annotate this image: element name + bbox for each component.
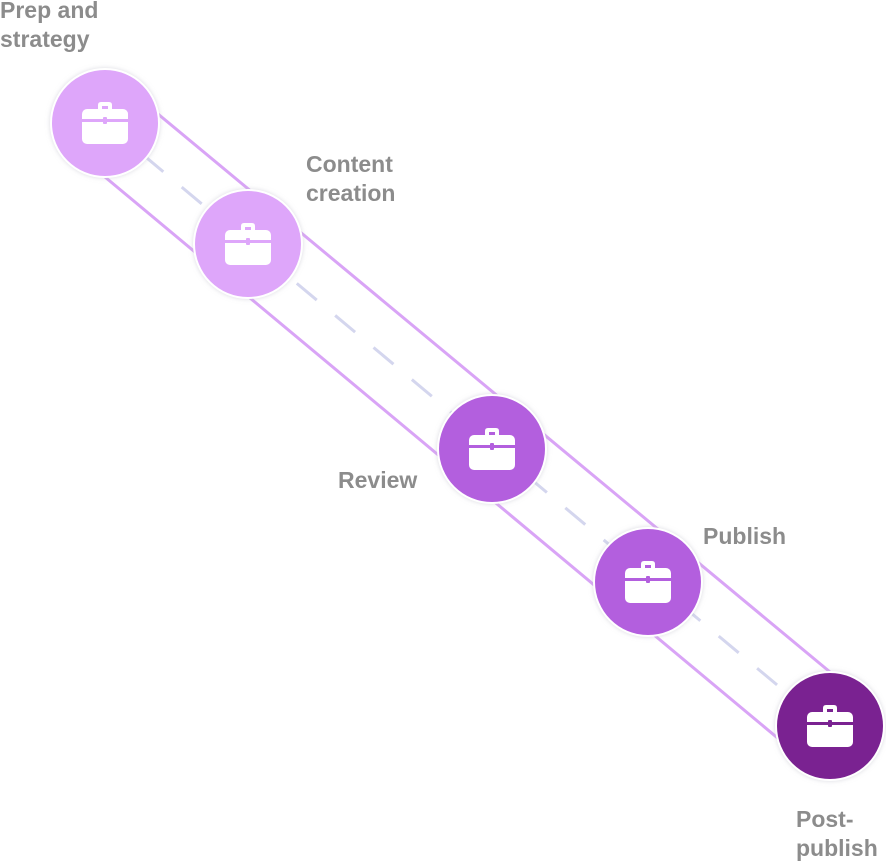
- briefcase-icon: [82, 102, 128, 144]
- step-label-prep: Prep and strategy: [0, 0, 99, 52]
- step-label-publish: Publish: [703, 523, 787, 549]
- briefcase-icon: [625, 561, 671, 603]
- step-node-content-creation: [195, 191, 301, 297]
- briefcase-icon: [225, 223, 271, 265]
- step-label-post-publish: Post- publish: [796, 806, 878, 861]
- briefcase-icon: [807, 705, 853, 747]
- step-node-review: [439, 396, 545, 502]
- step-node-prep: [52, 70, 158, 176]
- briefcase-icon: [469, 428, 515, 470]
- step-node-post-publish: [777, 673, 883, 779]
- step-label-review: Review: [338, 467, 418, 493]
- step-node-publish: [595, 529, 701, 635]
- road-edge-top: [104, 68, 831, 674]
- step-label-content-creation: Content creation: [306, 151, 396, 206]
